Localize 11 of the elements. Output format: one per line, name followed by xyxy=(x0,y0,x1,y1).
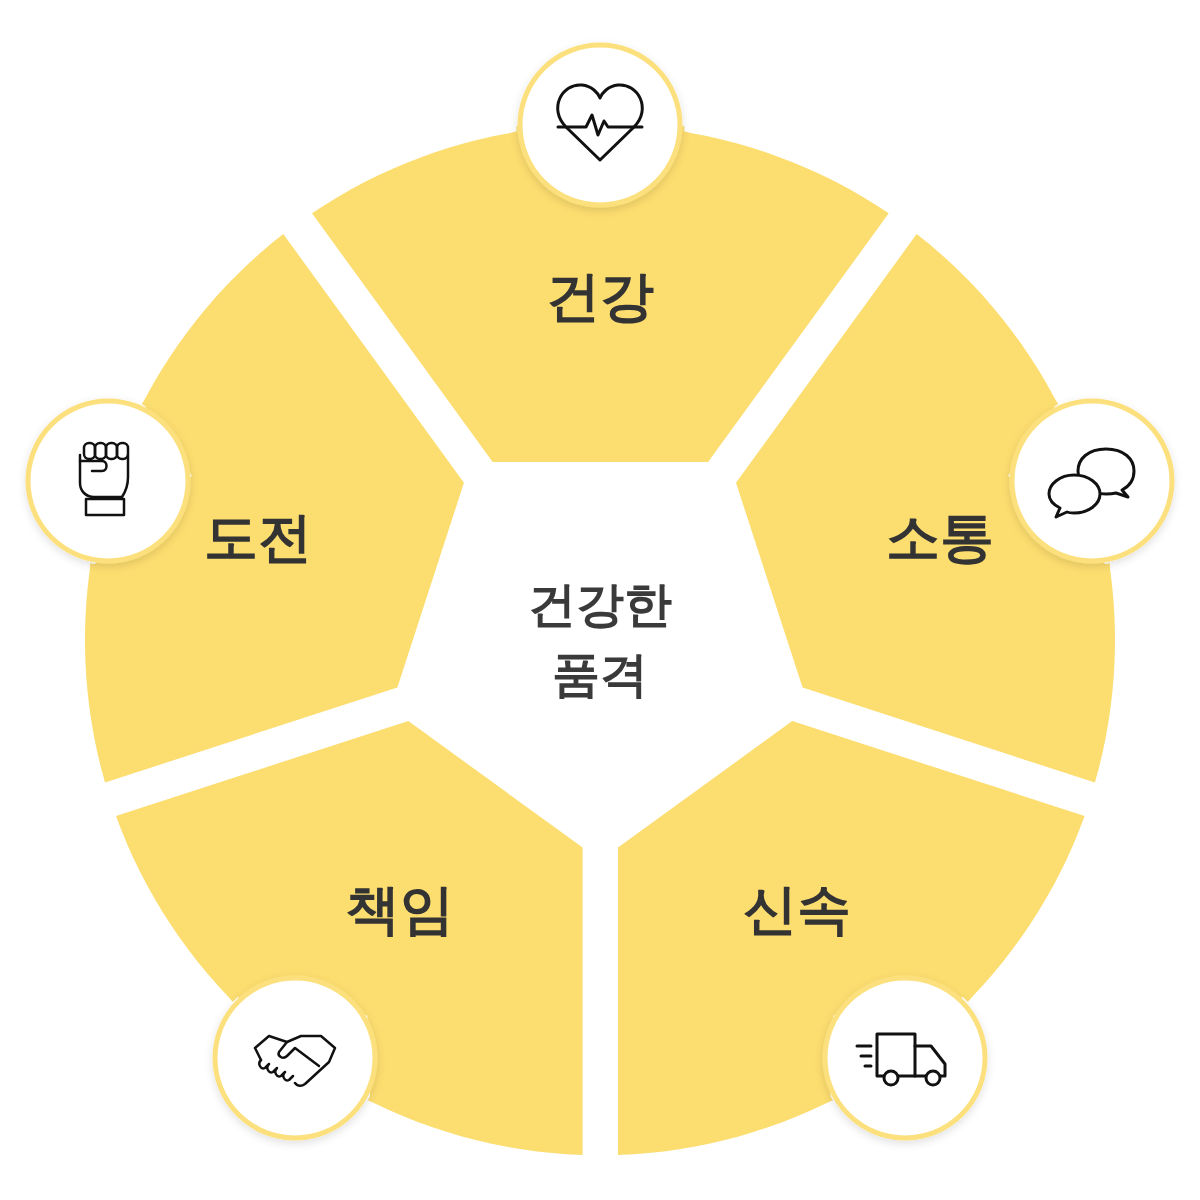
segment-panel xyxy=(736,233,1115,783)
segment-label: 도전 xyxy=(204,504,312,571)
segment-label: 건강 xyxy=(546,263,654,330)
segment-label: 책임 xyxy=(346,876,454,943)
segment-label: 신속 xyxy=(743,876,851,943)
segment-panel xyxy=(311,125,889,462)
segment-panel xyxy=(617,720,1085,1155)
segment-panel xyxy=(85,233,464,783)
segment-label: 소통 xyxy=(886,504,994,571)
center-title: 건강한 품격 xyxy=(527,575,673,704)
segment-panel xyxy=(115,720,583,1155)
